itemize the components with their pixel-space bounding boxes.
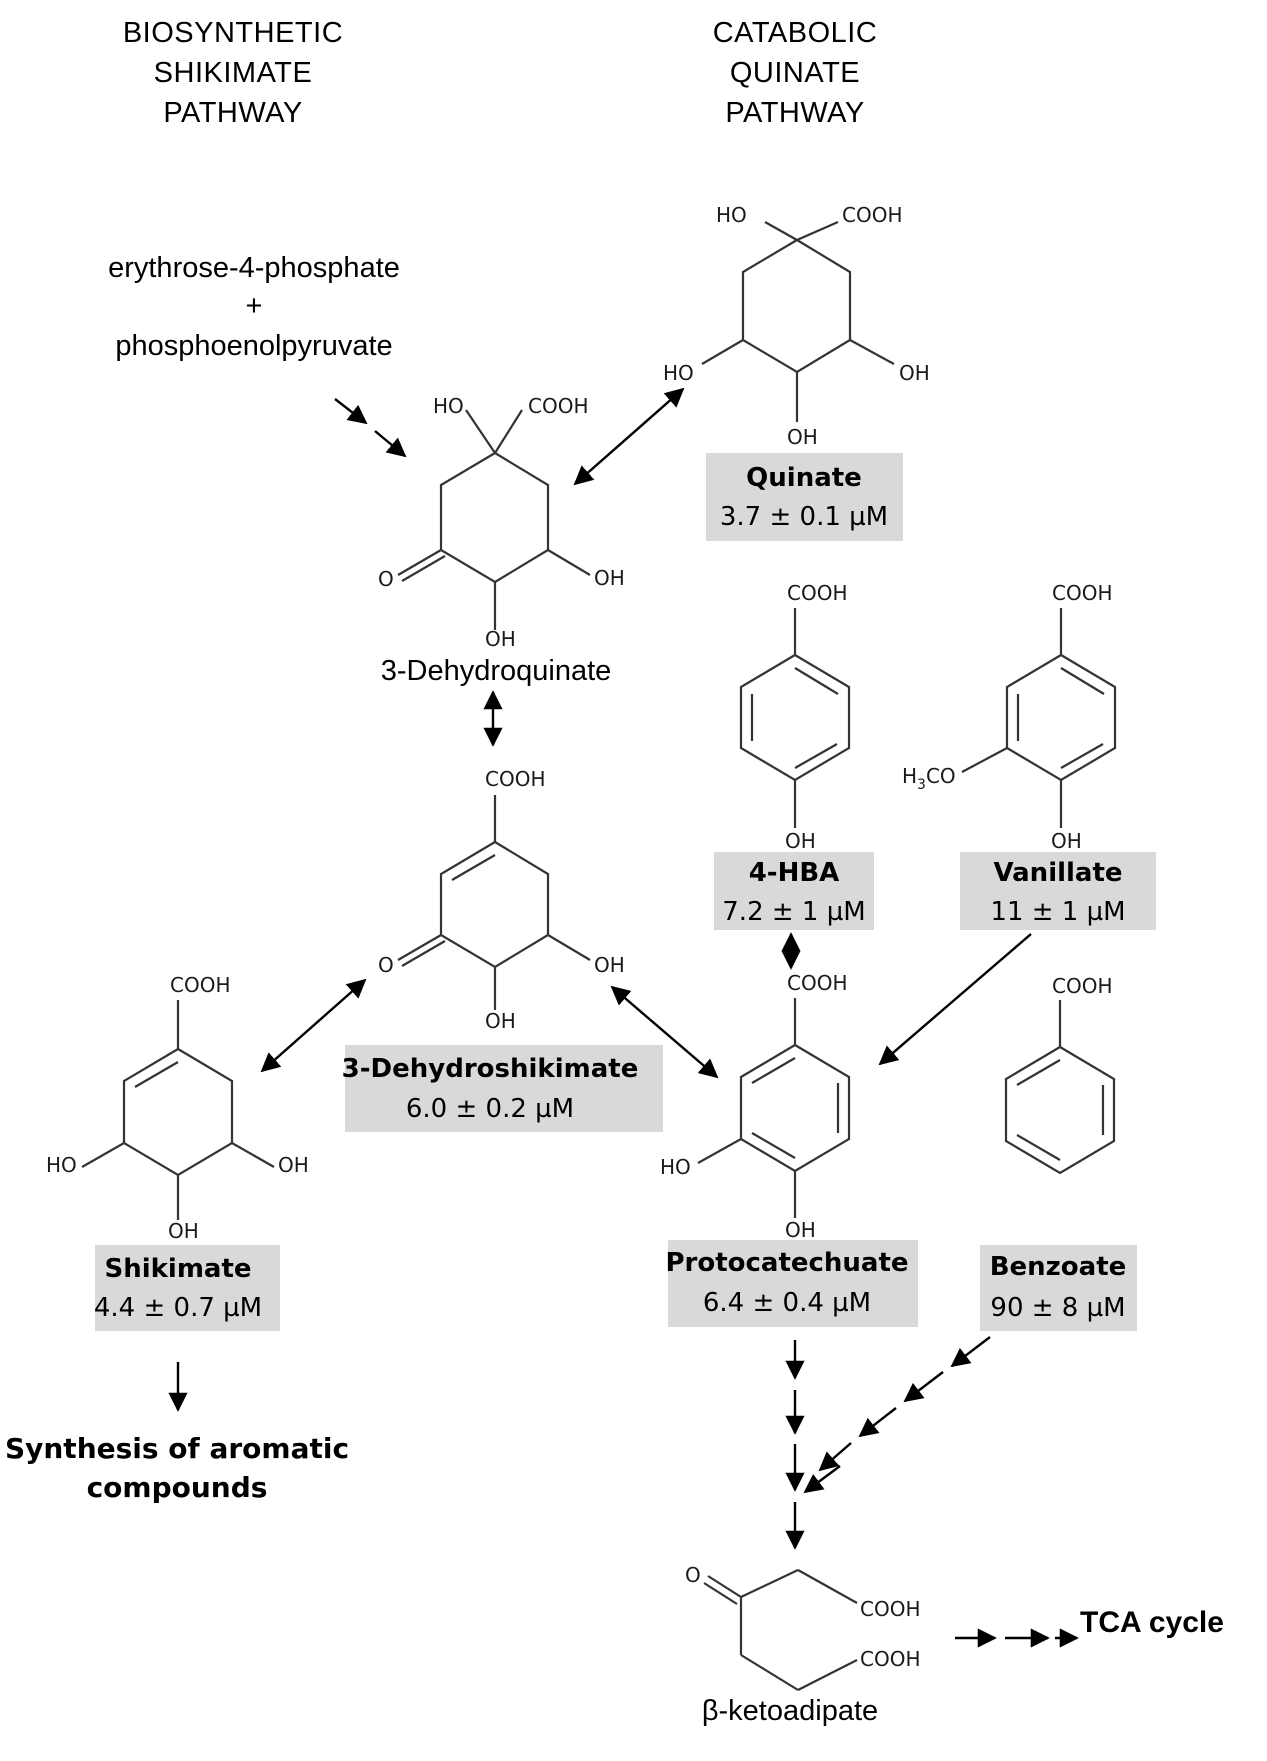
group-cooh: COOH: [860, 1647, 921, 1671]
hba-concentration: 7.2 ± 1 µM: [722, 897, 865, 927]
dehydroshikimate-concentration: 6.0 ± 0.2 µM: [406, 1094, 574, 1124]
group-cooh: COOH: [1052, 974, 1113, 998]
arrow-vanillate-protocatechuate: [878, 933, 1032, 1066]
group-oh: OH: [785, 829, 816, 853]
quinate-label-box: Quinate 3.7 ± 0.1 µM: [706, 453, 903, 541]
precursors: erythrose-4-phosphate + phosphoenolpyruv…: [108, 252, 400, 362]
group-oh: OH: [168, 1219, 199, 1243]
group-ho: HO: [46, 1153, 77, 1177]
biosynthetic-header: BIOSYNTHETIC SHIKIMATE PATHWAY: [123, 17, 343, 129]
shikimate-concentration: 4.4 ± 0.7 µM: [94, 1293, 262, 1323]
quinate-name: Quinate: [746, 463, 862, 493]
tca-cycle-label: TCA cycle: [1080, 1606, 1224, 1639]
group-oh: OH: [485, 1009, 516, 1033]
dehydroquinate-name: 3-Dehydroquinate: [381, 655, 612, 687]
group-ho: HO: [663, 361, 694, 385]
group-cooh: COOH: [528, 394, 589, 418]
protocatechuate-label-box: Protocatechuate 6.4 ± 0.4 µM: [665, 1240, 918, 1327]
dehydroshikimate-structure: COOH O OH OH: [378, 767, 625, 1033]
arrow-benzoate-step: [903, 1371, 944, 1403]
group-o: O: [378, 567, 394, 591]
precursor-e4p: erythrose-4-phosphate: [108, 252, 400, 284]
ketoadipate-name: β-ketoadipate: [702, 1695, 878, 1727]
arrow-benzoate-step: [818, 1442, 852, 1472]
header-line: PATHWAY: [725, 97, 864, 129]
group-ho: HO: [660, 1155, 691, 1179]
benzoate-structure: COOH: [1004, 974, 1116, 1175]
shikimate-label-box: Shikimate 4.4 ± 0.7 µM: [94, 1245, 280, 1331]
quinate-concentration: 3.7 ± 0.1 µM: [720, 502, 888, 532]
group-oh: OH: [1051, 829, 1082, 853]
vanillate-concentration: 11 ± 1 µM: [990, 897, 1125, 927]
header-line: SHIKIMATE: [154, 57, 313, 89]
arrow-dehydroquinate-quinate: [573, 387, 685, 486]
vanillate-structure: COOH OH H3CO: [902, 581, 1117, 853]
hba-name: 4-HBA: [749, 858, 840, 888]
header-line: PATHWAY: [163, 97, 302, 129]
arrow-dehydroshikimate-protocatechuate: [610, 985, 719, 1079]
group-cooh: COOH: [170, 973, 231, 997]
catabolic-header: CATABOLIC QUINATE PATHWAY: [713, 17, 878, 129]
header-line: CATABOLIC: [713, 17, 878, 49]
hba-label-box: 4-HBA 7.2 ± 1 µM: [714, 852, 874, 930]
group-cooh: COOH: [787, 971, 848, 995]
header-line: QUINATE: [730, 57, 860, 89]
dehydroshikimate-label-box: 3-Dehydroshikimate 6.0 ± 0.2 µM: [342, 1045, 663, 1132]
group-oh: OH: [787, 425, 818, 449]
group-cooh: COOH: [860, 1597, 921, 1621]
group-oh: OH: [785, 1218, 816, 1242]
arrow-precursor-step: [374, 430, 407, 458]
protocatechuate-name: Protocatechuate: [665, 1248, 908, 1278]
group-oh: OH: [594, 953, 625, 977]
group-o: O: [378, 953, 394, 977]
group-cooh: COOH: [485, 767, 546, 791]
protocatechuate-structure: COOH HO OH: [660, 971, 851, 1242]
hba-structure: COOH OH: [739, 581, 851, 853]
precursor-pep: phosphoenolpyruvate: [115, 330, 392, 362]
benzoate-concentration: 90 ± 8 µM: [990, 1293, 1125, 1323]
arrow-benzoate-step: [803, 1465, 841, 1494]
vanillate-name: Vanillate: [993, 858, 1122, 888]
synthesis-output: Synthesis of aromatic compounds: [5, 1432, 349, 1504]
group-oh: OH: [485, 627, 516, 651]
quinate-structure: HO COOH HO OH OH: [663, 203, 930, 449]
benzoate-label-box: Benzoate 90 ± 8 µM: [980, 1245, 1137, 1331]
group-oh: OH: [278, 1153, 309, 1177]
benzoate-name: Benzoate: [990, 1252, 1127, 1282]
arrow-precursor-step: [334, 398, 368, 425]
shikimate-name: Shikimate: [104, 1254, 251, 1284]
dehydroshikimate-name: 3-Dehydroshikimate: [342, 1054, 639, 1084]
synthesis-line: compounds: [87, 1471, 268, 1504]
group-cooh: COOH: [787, 581, 848, 605]
shikimate-structure: COOH HO OH OH: [46, 973, 309, 1243]
arrow-benzoate-step: [858, 1407, 897, 1438]
group-ho: HO: [433, 394, 464, 418]
arrow-benzoate-step: [950, 1336, 991, 1368]
arrow-dehydroshikimate-shikimate: [260, 978, 367, 1073]
group-cooh: COOH: [842, 203, 903, 227]
synthesis-line: Synthesis of aromatic: [5, 1432, 349, 1465]
group-o: O: [685, 1563, 701, 1587]
group-h3co: H3CO: [902, 764, 956, 793]
group-oh: OH: [899, 361, 930, 385]
group-oh: OH: [594, 566, 625, 590]
header-line: BIOSYNTHETIC: [123, 17, 343, 49]
ketoadipate-structure: O COOH COOH: [685, 1563, 921, 1691]
group-cooh: COOH: [1052, 581, 1113, 605]
dehydroquinate-structure: HO COOH O OH OH: [378, 394, 625, 651]
vanillate-label-box: Vanillate 11 ± 1 µM: [960, 852, 1156, 930]
protocatechuate-concentration: 6.4 ± 0.4 µM: [703, 1288, 871, 1318]
reaction-arrows: [168, 387, 1079, 1648]
group-ho: HO: [716, 203, 747, 227]
precursor-plus: +: [246, 290, 263, 322]
